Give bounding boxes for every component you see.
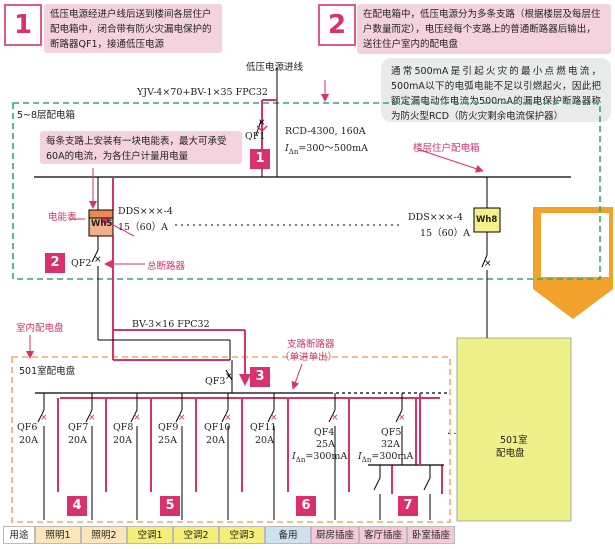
qf5-idn-subscript: Δn xyxy=(361,455,372,464)
sub-branch-0-switch xyxy=(373,477,381,491)
branch-qf6-cross: × xyxy=(40,413,48,423)
rcd-idn-symbol: I xyxy=(285,143,289,154)
note-2: 在配电箱中，低压电源分为多条支路（根据楼层及每层住户数量而定），电压经每个支路上… xyxy=(357,4,611,54)
branch-qf11-switch xyxy=(267,409,275,423)
dds-right-label: DDS×××-4 xyxy=(408,212,463,223)
orange-banner xyxy=(533,207,613,319)
step-4-badge: 4 xyxy=(67,496,87,516)
dds-left-label: DDS×××-4 xyxy=(118,206,173,217)
sub-branch-1-switch xyxy=(423,477,431,491)
qf5-rating: 32A xyxy=(381,439,400,450)
usage-ac-1: 空调1 xyxy=(127,526,173,544)
qf11-rating: 20A xyxy=(255,435,274,446)
branch-breaker-sub: （单进单出） xyxy=(280,352,338,363)
meter-label: 电能表 xyxy=(48,212,77,223)
usage-lighting-1: 照明1 xyxy=(35,526,81,544)
rcd-idn-label: IΔn=300～500mA xyxy=(285,140,368,156)
step-5-badge: 5 xyxy=(160,496,180,516)
qf4-idn-symbol: I xyxy=(292,451,296,462)
rcd-label: RCD-4300, 160A xyxy=(285,126,366,137)
branch-qf8-switch xyxy=(130,409,138,423)
usage-kitchen-socket: 厨房插座 xyxy=(311,526,359,544)
step-1-badge: 1 xyxy=(250,149,270,169)
step-7-badge: 7 xyxy=(398,496,418,516)
qf5-idn-value: =300mA xyxy=(371,451,414,462)
box501-label-2: 配电盘 xyxy=(496,448,525,459)
rcd-idn-value: =300～500mA xyxy=(298,143,368,154)
branch-qf6-switch xyxy=(37,409,45,423)
source-in-label: 低压电源进线 xyxy=(246,62,304,73)
svg-text:×: × xyxy=(258,118,266,128)
usage-lighting-2: 照明2 xyxy=(81,526,127,544)
meter-note: 每条支路上安装有一块电能表，最大可承受60A的电流，为各住户计量用电量 xyxy=(40,131,242,164)
branch-qf9-cross: × xyxy=(178,413,186,423)
qf4-rating: 25A xyxy=(316,439,335,450)
step-6-badge: 6 xyxy=(296,496,316,516)
qf8-rating: 20A xyxy=(113,435,132,446)
box501-label: 501室 xyxy=(500,435,528,446)
branch-qf11-cross: × xyxy=(270,413,278,423)
qf10-rating: 20A xyxy=(206,435,225,446)
qf7-label: QF7 xyxy=(68,422,89,433)
qf11-label: QF11 xyxy=(250,422,277,433)
branch-qf7-cross: × xyxy=(88,413,96,423)
main-cable-label: YJV-4×70+BV-1×35 FPC32 xyxy=(137,87,268,98)
qf5-idn-symbol: I xyxy=(358,451,362,462)
qf6-label: QF6 xyxy=(17,422,38,433)
rcd-idn-subscript: Δn xyxy=(288,147,299,156)
branch-qf9-switch xyxy=(175,409,183,423)
qf2-label: QF2 xyxy=(71,258,92,269)
note-1-number: 1 xyxy=(4,4,42,46)
fire-rcd-note: 通常500mA是引起火灾的最小点燃电流，500mA以下的电弧电能不足以引燃起火，… xyxy=(381,58,611,122)
branch-qf10-switch xyxy=(221,409,229,423)
qf4-idn-value: =300mA xyxy=(305,451,348,462)
step-2-badge: 2 xyxy=(45,253,65,273)
indoor-panel-label: 室内配电盘 xyxy=(16,323,64,334)
qf5-idn: IΔn=300mA xyxy=(358,451,413,464)
branch-qf4-cross: × xyxy=(331,413,339,423)
usage-spare: 备用 xyxy=(265,526,311,544)
svg-text:×: × xyxy=(94,255,102,265)
usage-ac-3: 空调3 xyxy=(219,526,265,544)
room501-label: 501室配电盘 xyxy=(19,366,76,377)
branch-qf5-cross: × xyxy=(398,413,406,423)
usage-bedroom-socket: 卧室插座 xyxy=(407,526,455,544)
qf3-label: QF3 xyxy=(205,376,226,387)
usage-ac-2: 空调2 xyxy=(173,526,219,544)
step-3-badge: 3 xyxy=(250,367,270,387)
usage-living-socket: 客厅插座 xyxy=(359,526,407,544)
floor-box-label: 楼层住户配电箱 xyxy=(413,143,480,154)
dds-right-rating: 15（60）A xyxy=(420,228,471,239)
branch-breaker-label: 支路断路器 xyxy=(287,339,335,350)
branch-qf10-cross: × xyxy=(224,413,232,423)
qf4-label: QF4 xyxy=(314,427,335,438)
qf1-label: QF1 xyxy=(245,131,266,142)
wh8-label: Wh8 xyxy=(476,215,498,225)
qf5-label: QF5 xyxy=(381,427,402,438)
svg-text:· ·: · · xyxy=(447,429,457,440)
wh5-label: Wh5 xyxy=(91,219,113,229)
qf4-idn-subscript: Δn xyxy=(295,455,306,464)
dds-left-rating: 15（60）A xyxy=(118,222,169,233)
qf7-rating: 20A xyxy=(68,435,87,446)
box-5-8-label: 5~8层配电箱 xyxy=(17,110,76,121)
main-breaker-label: 总断路器 xyxy=(147,261,186,272)
qf8-label: QF8 xyxy=(113,422,134,433)
branch-qf7-switch xyxy=(85,409,93,423)
qf9-label: QF9 xyxy=(158,422,179,433)
branch-qf8-cross: × xyxy=(133,413,141,423)
qf6-rating: 20A xyxy=(19,435,38,446)
branch-qf4-switch xyxy=(328,409,336,423)
branch-qf5-switch xyxy=(395,409,403,423)
qf10-label: QF10 xyxy=(204,422,231,433)
usage-head: 用途 xyxy=(3,526,35,544)
qf9-rating: 25A xyxy=(158,435,177,446)
qf4-idn: IΔn=300mA xyxy=(292,451,347,464)
svg-text:×: × xyxy=(484,259,492,269)
note-2-number: 2 xyxy=(318,4,356,46)
svg-text:×: × xyxy=(225,372,233,382)
bv-cable-label: BV-3×16 FPC32 xyxy=(132,319,210,330)
note-1: 低压电源经进户线后送到楼间各层住户配电箱中，闭合带有防火灾漏电保护的断路器QF1… xyxy=(44,4,222,53)
